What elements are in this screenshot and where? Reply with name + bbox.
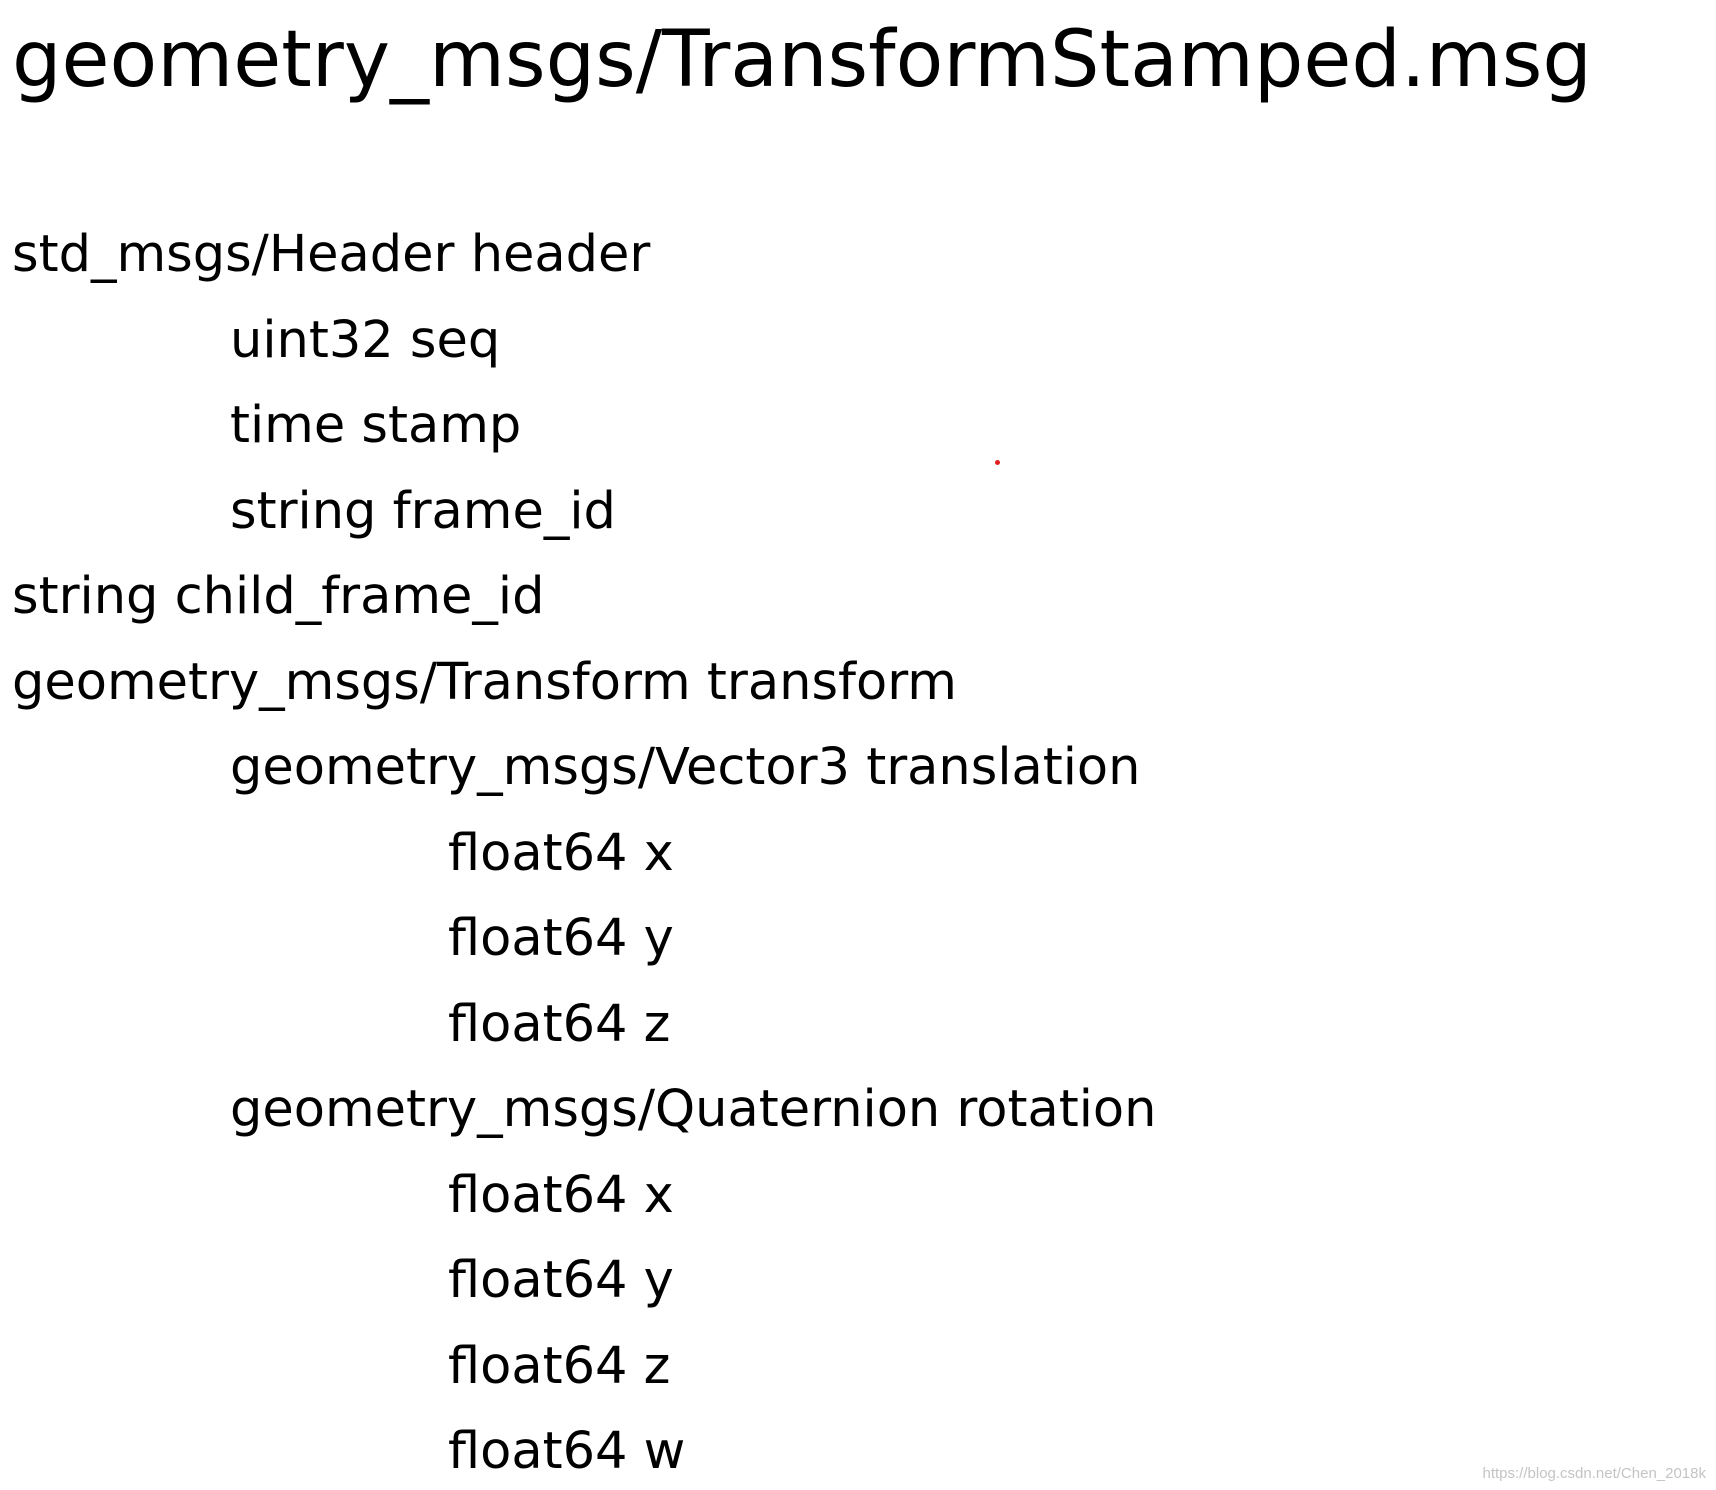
field-line: time stamp (230, 396, 522, 455)
field-line: uint32 seq (230, 310, 501, 370)
field-line: float64 y (448, 1251, 674, 1310)
field-line: float64 w (448, 1422, 686, 1481)
field-line: geometry_msgs/Quaternion rotation (230, 1080, 1157, 1139)
field-line: string frame_id (230, 481, 616, 541)
watermark: https://blog.csdn.net/Chen_2018k (1482, 1465, 1707, 1482)
field-line: geometry_msgs/Transform transform (12, 652, 957, 712)
field-line: string child_frame_id (12, 567, 545, 626)
red-dot-marker (995, 460, 1000, 465)
field-line: std_msgs/Header header (12, 225, 651, 284)
field-line: float64 x (448, 823, 674, 883)
field-line: geometry_msgs/Vector3 translation (230, 738, 1141, 797)
field-line: float64 z (448, 1336, 671, 1396)
field-line: float64 x (448, 1165, 674, 1225)
field-line: float64 y (448, 909, 674, 968)
field-line: float64 z (448, 994, 671, 1054)
message-field-list: std_msgs/Header header uint32 seq time s… (12, 212, 1156, 1490)
page-title: geometry_msgs/TransformStamped.msg (12, 15, 1592, 105)
